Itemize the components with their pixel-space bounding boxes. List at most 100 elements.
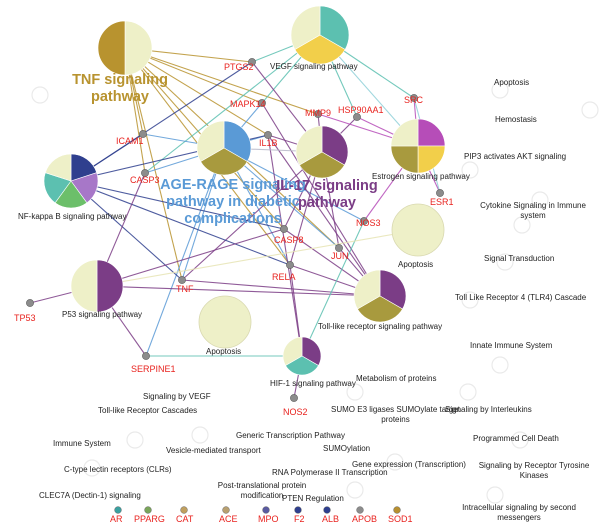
gene-label-esr1: ESR1 — [430, 197, 454, 207]
gene-label-ptgs2: PTGS2 — [224, 62, 254, 72]
term-label: Metabolism of proteins — [356, 374, 437, 383]
ghost-node — [191, 426, 209, 444]
term-label: SUMO E3 ligases SUMOylate target protein… — [331, 405, 460, 424]
pathway-label-tlr: Toll-like receptor signaling pathway — [318, 322, 443, 331]
pathway-label-p53: P53 signaling pathway — [62, 310, 143, 319]
title-age-rage: AGE-RAGE signaling pathway in diabetic c… — [160, 177, 306, 227]
term-label: Innate Immune System — [470, 341, 553, 350]
gene-label-nos3: NOS3 — [356, 218, 381, 228]
pie-slice — [282, 336, 303, 366]
pie-node-tnf — [97, 20, 153, 76]
pie-node-tlr — [353, 269, 407, 323]
term-label: PTEN Regulation — [282, 494, 344, 503]
ghost-node — [511, 431, 529, 449]
ghost-node — [496, 253, 514, 271]
pathway-label-apoptosis-1: Apoptosis — [398, 260, 434, 269]
ghost-node — [513, 216, 531, 234]
gene-node-nos2 — [290, 394, 298, 402]
pie-slice — [97, 20, 126, 76]
gene-label-casp8: CASP8 — [274, 235, 304, 245]
term-label: Programmed Cell Death — [473, 434, 559, 443]
gene-label-serpine1: SERPINE1 — [131, 364, 176, 374]
pie-slice — [321, 125, 349, 166]
pie-node-p53 — [70, 259, 124, 313]
legend-label-mpo: MPO — [258, 514, 279, 524]
gene-label-il1b: IL1B — [259, 138, 278, 148]
pie-slice — [391, 203, 445, 257]
pie-node-il17 — [295, 125, 349, 179]
pie-slice — [357, 295, 403, 323]
edge-line — [96, 229, 419, 287]
pathway-label-vegf: VEGF signaling pathway — [270, 62, 358, 71]
ghost-node — [491, 81, 509, 99]
legend-label-sod1: SOD1 — [388, 514, 413, 524]
gene-label-src: SRC — [404, 95, 424, 105]
pie-slice — [285, 355, 319, 376]
gene-label-tnf: TNF — [176, 284, 194, 294]
ghost-node — [486, 486, 504, 504]
gene-node-src — [410, 94, 418, 102]
edge-line — [181, 151, 323, 281]
gene-node-hsp90aa1 — [353, 113, 361, 121]
edge-line — [181, 279, 381, 297]
legend-dot — [180, 506, 188, 514]
gene-node-esr1 — [436, 189, 444, 197]
edge-line — [96, 228, 285, 287]
gene-label-hsp90aa1: HSP90AA1 — [338, 105, 384, 115]
title-il17: IL-17 signaling pathway — [276, 178, 378, 211]
pie-node-estrogen — [390, 118, 446, 174]
legend-label-alb: ALB — [322, 514, 340, 524]
edge-line — [124, 47, 183, 281]
gene-label-casp3: CASP3 — [130, 175, 160, 185]
ghost-node — [126, 431, 144, 449]
gene-label-tp53: TP53 — [14, 313, 36, 323]
pie-slice — [290, 5, 321, 50]
pie-slice — [379, 269, 407, 310]
edge-line — [124, 47, 269, 136]
gene-label-jun: JUN — [331, 251, 349, 261]
ghost-node — [83, 459, 101, 477]
term-label: Signal Transduction — [484, 254, 555, 263]
edge-line — [267, 134, 303, 357]
edge-line — [145, 147, 225, 357]
edge-line — [144, 34, 321, 174]
pie-node-age — [196, 120, 252, 176]
term-label: Post-translational protein modification — [217, 481, 307, 500]
legend-label-ace: ACE — [219, 514, 238, 524]
pie-node-apoptosis2 — [198, 295, 252, 349]
term-label: Vesicle-mediated transport — [166, 446, 261, 455]
pie-slice — [390, 118, 419, 147]
pie-slice — [295, 125, 323, 166]
pie-node-nfkb — [43, 153, 99, 209]
legend-dot-layer — [114, 506, 401, 514]
ghost-node — [459, 383, 477, 401]
gene-label-rela: RELA — [272, 272, 296, 282]
edge-line — [301, 220, 365, 357]
term-label: Signaling by Receptor Tyrosine Kinases — [478, 461, 590, 480]
ghost-node-layer — [31, 81, 599, 504]
gene-node-casp3 — [141, 169, 149, 177]
pie-slice — [353, 269, 381, 310]
edge-line — [267, 134, 381, 297]
term-label: Generic Transcription Pathway — [236, 431, 345, 440]
pie-slice — [299, 151, 345, 179]
pie-slice — [44, 153, 72, 182]
pathway-label-apoptosis-2: Apoptosis — [206, 347, 242, 356]
pathway-label-estrogen: Estrogen signaling pathway — [372, 172, 470, 181]
term-label: Immune System — [53, 439, 111, 448]
legend-dot — [393, 506, 401, 514]
pie-node-vegf — [290, 5, 350, 65]
term-label: Hemostasis — [495, 115, 537, 124]
ghost-node — [491, 356, 509, 374]
term-label: Toll-like Receptor Cascades — [98, 406, 198, 415]
legend-dot — [114, 506, 122, 514]
edge-line — [96, 285, 381, 297]
gene-node-tp53 — [26, 299, 34, 307]
term-label: Signaling by VEGF — [143, 392, 211, 401]
ghost-node — [31, 86, 49, 104]
pie-slice — [198, 295, 252, 349]
gene-dot-layer — [26, 58, 444, 402]
gene-node-mapk14 — [258, 99, 266, 107]
gene-label-nos2: NOS2 — [283, 407, 308, 417]
